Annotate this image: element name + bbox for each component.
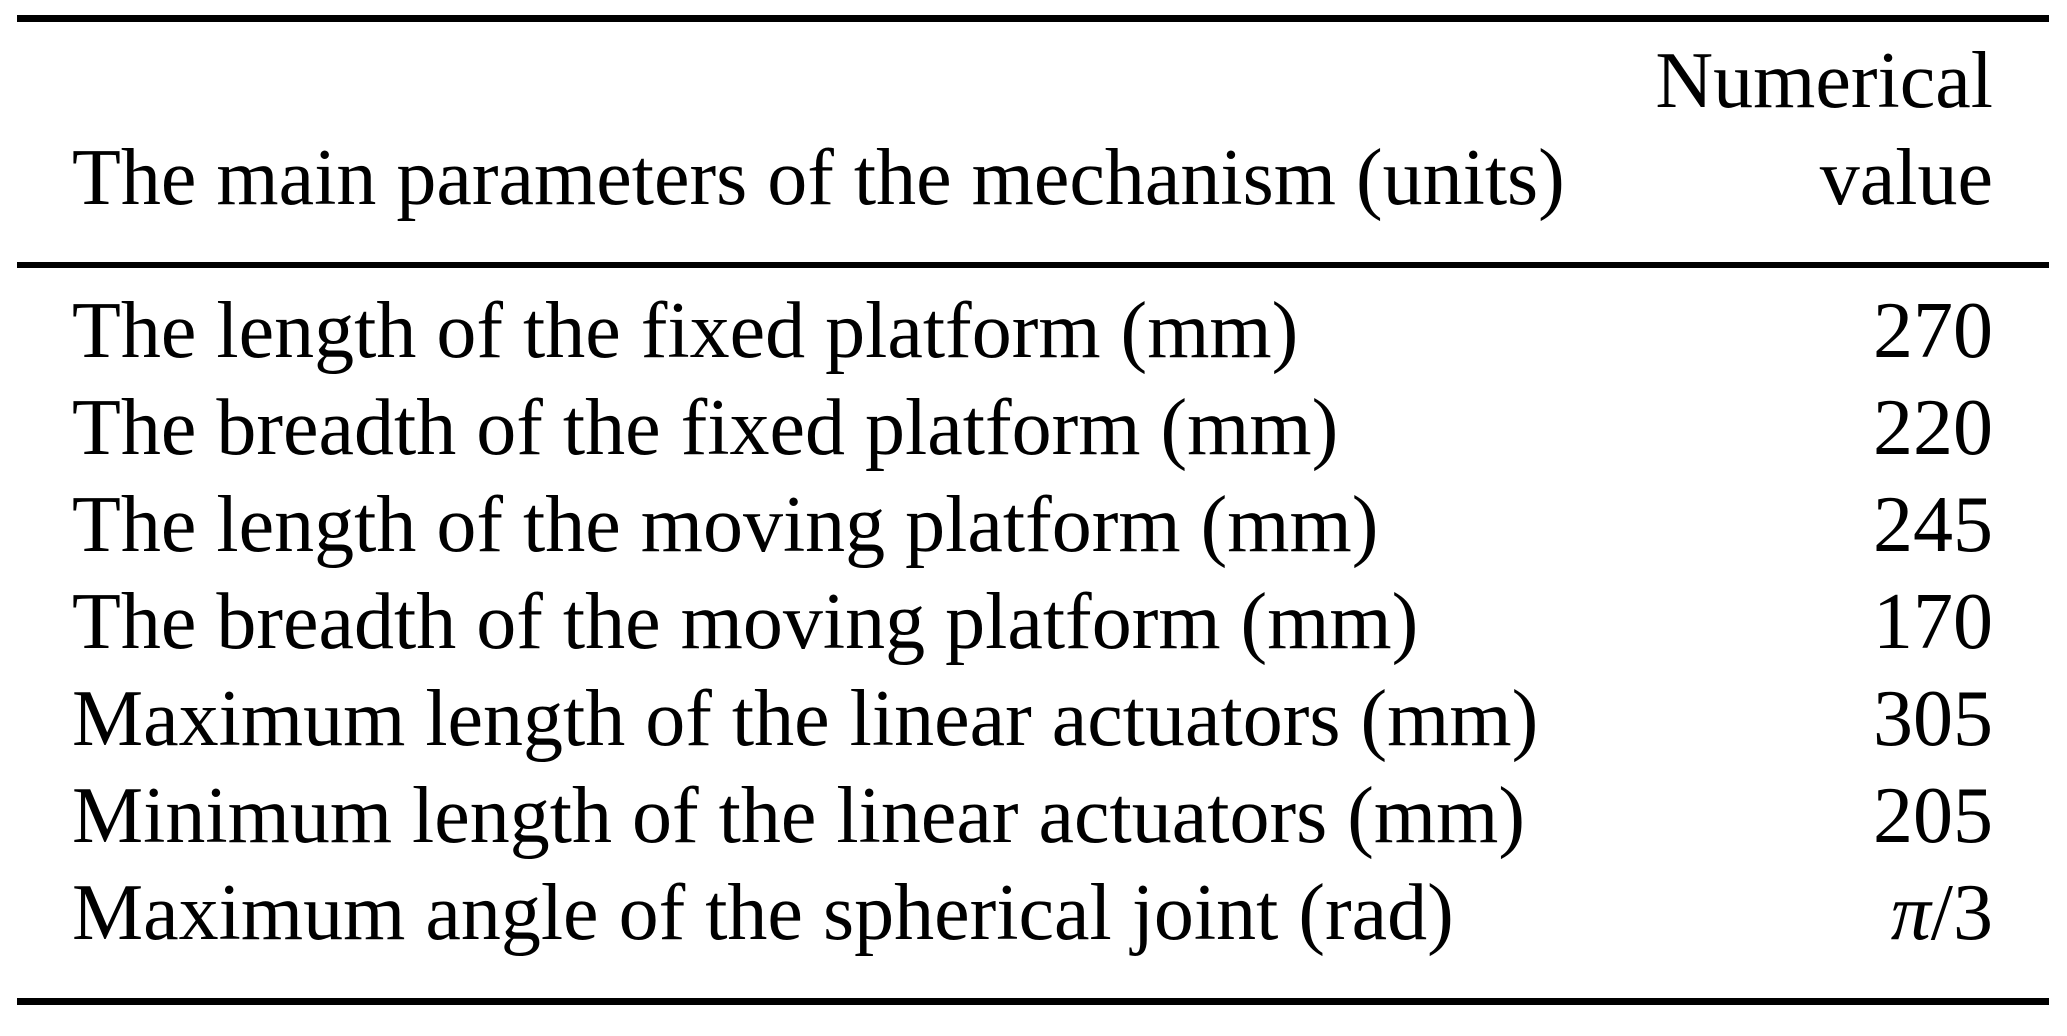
table-row: The breadth of the fixed platform (mm) 2… (72, 380, 1993, 477)
table-row: Minimum length of the linear actuators (… (72, 768, 1993, 865)
row-value: π/3 (1890, 869, 1993, 957)
row-label: Maximum length of the linear actuators (… (72, 675, 1539, 763)
row-value: 305 (1873, 675, 1993, 763)
table-row: The breadth of the moving platform (mm) … (72, 574, 1993, 671)
row-label: The length of the moving platform (mm) (72, 481, 1379, 569)
value-column-header: Numerical value (1655, 33, 1993, 227)
row-value: 220 (1873, 384, 1993, 472)
parameters-table: The main parameters of the mechanism (un… (17, 15, 2049, 1005)
row-label: The breadth of the fixed platform (mm) (72, 384, 1339, 472)
table-top-rule (17, 15, 2049, 22)
table-row: Maximum length of the linear actuators (… (72, 671, 1993, 768)
param-column-header: The main parameters of the mechanism (un… (72, 134, 1565, 222)
row-label: The breadth of the moving platform (mm) (72, 578, 1419, 666)
row-label: Maximum angle of the spherical joint (ra… (72, 869, 1454, 957)
row-value: 205 (1873, 772, 1993, 860)
row-label: Minimum length of the linear actuators (… (72, 772, 1525, 860)
table-row: The length of the fixed platform (mm) 27… (72, 283, 1993, 380)
table-row: Maximum angle of the spherical joint (ra… (72, 865, 1993, 962)
table-bottom-rule (17, 998, 2049, 1005)
table-header-row: The main parameters of the mechanism (un… (17, 22, 2049, 262)
row-label: The length of the fixed platform (mm) (72, 287, 1299, 375)
table-body: The length of the fixed platform (mm) 27… (17, 268, 2049, 998)
table-header-rule (17, 262, 2049, 268)
row-value: 170 (1873, 578, 1993, 666)
row-value: 245 (1873, 481, 1993, 569)
table-row: The length of the moving platform (mm) 2… (72, 477, 1993, 574)
row-value: 270 (1873, 287, 1993, 375)
value-column-header-line1: Numerical (1655, 37, 1993, 125)
value-column-header-line2: value (1819, 134, 1993, 222)
